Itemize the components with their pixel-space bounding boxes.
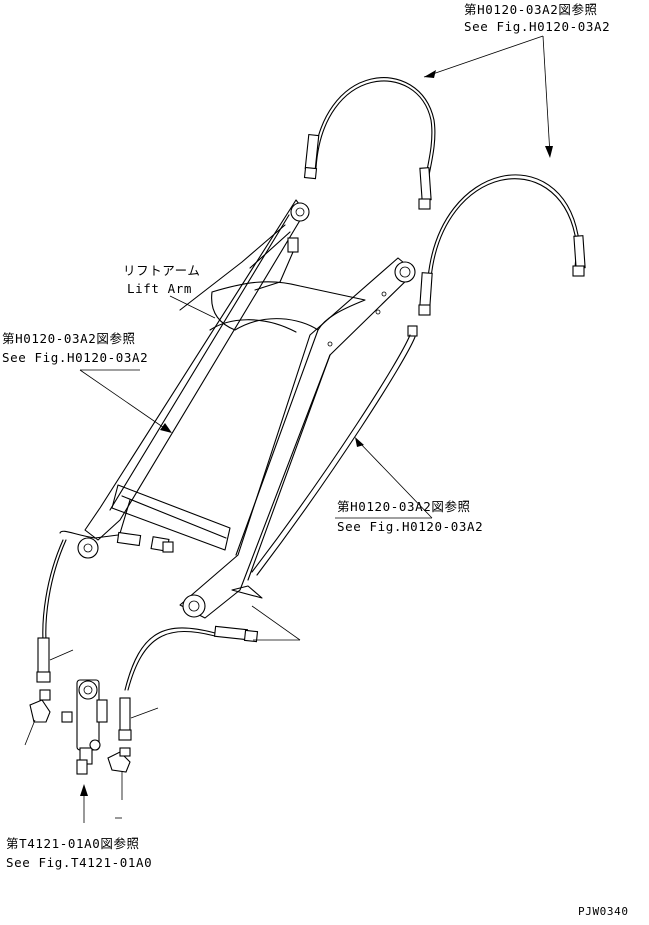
left-ref-en: See Fig.H0120-03A2	[2, 350, 148, 365]
drawing-code: PJW0340	[578, 905, 629, 918]
bottom-ref-en: See Fig.T4121-01A0	[6, 855, 152, 870]
cylinder-assembly	[24, 679, 131, 819]
right-ref-jp: 第H0120-03A2図参照	[337, 499, 471, 514]
right-ref-en: See Fig.H0120-03A2	[337, 519, 483, 534]
top-ref-en: See Fig.H0120-03A2	[464, 19, 610, 34]
lift-arm-label-en: Lift Arm	[127, 281, 192, 296]
leader-lines	[79, 35, 553, 823]
lift-arm	[77, 199, 416, 619]
upper-hose-right	[418, 174, 586, 316]
top-ref-jp: 第H0120-03A2図参照	[464, 2, 598, 17]
lower-left-tube	[36, 530, 174, 683]
bottom-ref-jp: 第T4121-01A0図参照	[6, 836, 140, 851]
right-tube	[231, 325, 418, 599]
upper-hose-left	[303, 77, 436, 210]
pivot-fitting	[254, 237, 299, 291]
lower-center-hose	[118, 625, 259, 741]
lift-arm-label-jp: リフトアーム	[123, 263, 200, 278]
left-ref-jp: 第H0120-03A2図参照	[2, 331, 136, 346]
